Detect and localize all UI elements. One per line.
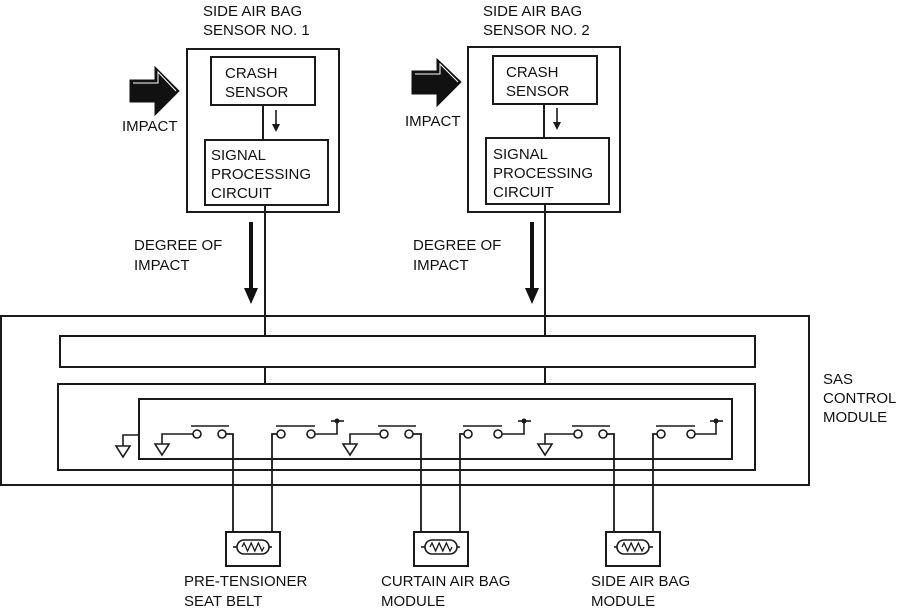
low-side-wire: [413, 433, 422, 547]
ground-symbol-icon: [536, 433, 574, 457]
power-terminal-icon: [315, 418, 344, 435]
sensor-1-circuit-line2: PROCESSING: [211, 166, 311, 183]
switch-channel-2: [341, 418, 531, 547]
high-side-wire: [459, 433, 464, 547]
sensor-2-crash-sensor-box: [492, 55, 598, 105]
arrow-down-icon: [553, 108, 561, 130]
degree-arrow-down-icon: [244, 222, 258, 304]
control-module-label-line3: MODULE: [823, 409, 887, 426]
low-side-wire: [607, 433, 615, 547]
switch-contact-icon: [276, 425, 316, 439]
sensor-2-crash-label-line1: CRASH: [506, 64, 559, 81]
switch-groups: [153, 418, 723, 547]
curtain-module-box: [413, 531, 469, 567]
sensor-2-impact-label: IMPACT: [405, 113, 461, 130]
high-side-wire: [271, 433, 277, 547]
control-module-switch-circuit: [138, 398, 733, 460]
control-module-label-line1: SAS: [823, 371, 853, 388]
switch-channel-3: [536, 418, 723, 547]
sensor-1-crash-sensor-box: [210, 56, 316, 106]
control-module-processor-bar: [59, 335, 756, 368]
ground-symbol-icon: [114, 434, 139, 459]
curtain-label-line2: MODULE: [381, 593, 445, 610]
pretensioner-label-line2: SEAT BELT: [184, 593, 262, 610]
output-module-curtain: CURTAIN AIR BAG MODULE: [381, 531, 510, 610]
switch-contact-icon: [656, 425, 696, 439]
curtain-label-line1: CURTAIN AIR BAG: [381, 573, 510, 590]
sas-control-module: SAS CONTROL MODULE: [0, 315, 896, 486]
arrow-down-icon: [272, 110, 280, 132]
switch-contact-icon: [378, 425, 416, 439]
side-module-label-line2: MODULE: [591, 593, 655, 610]
side-air-bag-sensor-1: SIDE AIR BAG SENSOR NO. 1 CRASH SENSOR S…: [122, 3, 340, 304]
sensor-1-title-line1: SIDE AIR BAG: [203, 3, 302, 20]
sensor-2-circuit-line2: PROCESSING: [493, 165, 593, 182]
sensor-2-crash-label-line2: SENSOR: [506, 83, 570, 100]
squib-wiring: [233, 539, 653, 555]
sensor-2-circuit-line1: SIGNAL: [493, 146, 548, 163]
power-terminal-icon: [502, 418, 531, 435]
sensor-2-circuit-line3: CIRCUIT: [493, 184, 554, 201]
side-air-bag-sensor-2: SIDE AIR BAG SENSOR NO. 2 CRASH SENSOR S…: [405, 3, 621, 304]
control-module-label-line2: CONTROL: [823, 390, 896, 407]
sensor-1-title-line2: SENSOR NO. 1: [203, 22, 310, 39]
inflator-squib-icon: [421, 539, 460, 555]
degree-arrow-down-icon: [525, 222, 539, 304]
block-arrow-right-icon: [129, 65, 180, 117]
side-module-label-line1: SIDE AIR BAG: [591, 573, 690, 590]
pretensioner-label-line1: PRE-TENSIONER: [184, 573, 308, 590]
inflator-squib-icon: [233, 539, 272, 555]
sensor-2-degree-line2: IMPACT: [413, 257, 469, 274]
ground-symbol-icon: [341, 433, 380, 457]
switch-channel-1: [153, 418, 344, 547]
sensor-1-impact-label: IMPACT: [122, 118, 178, 135]
sensor-2-degree-line1: DEGREE OF: [413, 237, 501, 254]
power-terminal-icon: [695, 418, 723, 435]
sensor-1-crash-label-line2: SENSOR: [225, 84, 289, 101]
low-side-wire: [226, 433, 234, 547]
output-module-side: SIDE AIR BAG MODULE: [591, 531, 690, 610]
switch-contact-icon: [572, 425, 610, 439]
sensor-2-title-line1: SIDE AIR BAG: [483, 3, 582, 20]
sensor-2-title-line2: SENSOR NO. 2: [483, 22, 590, 39]
sensor-1-circuit-line3: CIRCUIT: [211, 185, 272, 202]
sensor-2-signal-circuit-box: [485, 137, 610, 205]
ground-symbol-icon: [153, 433, 193, 457]
inflator-squib-icon: [614, 539, 653, 555]
sensor-1-degree-line2: IMPACT: [134, 257, 190, 274]
sensor-1-signal-circuit-box: [204, 139, 329, 206]
high-side-wire: [652, 433, 657, 547]
sensor-1-circuit-line1: SIGNAL: [211, 147, 266, 164]
sensor-1-crash-label-line1: CRASH: [225, 65, 278, 82]
sensor-1-degree-line1: DEGREE OF: [134, 237, 222, 254]
block-arrow-right-icon: [411, 57, 462, 108]
